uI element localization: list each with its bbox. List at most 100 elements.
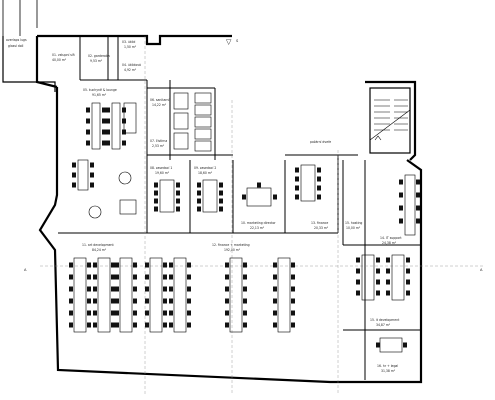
chair: [257, 182, 261, 188]
chair: [356, 257, 360, 263]
chair: [163, 274, 167, 280]
chair: [169, 262, 173, 268]
chair: [102, 107, 106, 113]
chair: [145, 262, 149, 268]
chair: [115, 322, 119, 328]
chair: [133, 274, 137, 280]
chair: [90, 162, 94, 168]
lounge-table: [118, 171, 132, 185]
chair: [406, 257, 410, 263]
room-area-r08: 19,60 m²: [155, 171, 170, 175]
section-marks: A A: [24, 268, 483, 272]
section-mark-left: A: [24, 268, 27, 272]
desk: [404, 174, 416, 236]
room-area-r01: 40,00 m²: [52, 58, 67, 62]
chair: [145, 310, 149, 316]
room-name-r17: 16. hr + legal: [377, 364, 398, 368]
room-area-r15: 10,00 m²: [346, 226, 361, 230]
chair: [133, 322, 137, 328]
desk: [391, 254, 405, 301]
chair: [386, 257, 390, 263]
chair: [176, 182, 180, 188]
room-area-r11: 84,24 m²: [92, 248, 107, 252]
desk: [91, 102, 101, 150]
chair: [102, 118, 106, 124]
chair: [243, 298, 247, 304]
chair: [69, 298, 73, 304]
chair: [273, 194, 277, 200]
chair: [115, 274, 119, 280]
chair: [106, 118, 110, 124]
chair: [291, 286, 295, 292]
chair: [399, 218, 403, 224]
north-label: S: [236, 39, 239, 43]
chair: [111, 322, 115, 328]
chair: [187, 298, 191, 304]
chair: [197, 190, 201, 196]
chair: [169, 286, 173, 292]
chair: [122, 140, 126, 146]
chair: [102, 140, 106, 146]
chair: [243, 274, 247, 280]
chair: [225, 286, 229, 292]
room-area-r03: 1,50 m²: [124, 45, 137, 49]
chair: [376, 279, 380, 285]
chair: [69, 274, 73, 280]
chair: [133, 262, 137, 268]
chair: [225, 310, 229, 316]
grid-lines: [40, 36, 485, 395]
chair: [291, 298, 295, 304]
chair: [169, 274, 173, 280]
chair: [87, 310, 91, 316]
chair: [291, 310, 295, 316]
chair: [106, 140, 110, 146]
chair: [273, 322, 277, 328]
room-labels: 01. vstupní síň 40,00 m² 02. garderoba 9…: [52, 40, 402, 373]
desk: [73, 257, 87, 333]
chair: [163, 322, 167, 328]
chair: [225, 274, 229, 280]
chair: [115, 298, 119, 304]
chair: [86, 107, 90, 113]
chair: [225, 262, 229, 268]
chair: [145, 298, 149, 304]
room-name-r02: 02. garderoba: [88, 54, 110, 58]
chair: [291, 274, 295, 280]
chair: [317, 194, 321, 200]
toilet-booth: [194, 116, 212, 128]
chair: [356, 268, 360, 274]
chair: [356, 290, 360, 296]
chair: [376, 268, 380, 274]
chair: [187, 322, 191, 328]
chair: [154, 182, 158, 188]
chair: [386, 290, 390, 296]
room-name-r12: 12. finance + marketing: [212, 243, 250, 247]
chair: [176, 206, 180, 212]
desk: [361, 254, 375, 301]
chair: [416, 218, 420, 224]
room-area-r10: 22,13 m²: [250, 226, 265, 230]
chair: [133, 298, 137, 304]
chair: [69, 322, 73, 328]
chair: [399, 179, 403, 185]
room-area-r13: 20,33 m²: [314, 226, 329, 230]
chair: [386, 279, 390, 285]
chair: [93, 286, 97, 292]
chair: [243, 310, 247, 316]
chair: [317, 167, 321, 173]
chair: [122, 107, 126, 113]
chair: [219, 182, 223, 188]
chair: [154, 190, 158, 196]
chair: [87, 286, 91, 292]
chair: [187, 310, 191, 316]
chair: [176, 190, 180, 196]
north-symbol: ▽: [226, 38, 232, 46]
chair: [111, 310, 115, 316]
chair: [69, 310, 73, 316]
room-name-r16: 15. it development: [370, 318, 400, 322]
chair: [219, 206, 223, 212]
desk: [97, 257, 111, 333]
room-area-r06: 14,22 m²: [152, 103, 167, 107]
chair: [87, 274, 91, 280]
